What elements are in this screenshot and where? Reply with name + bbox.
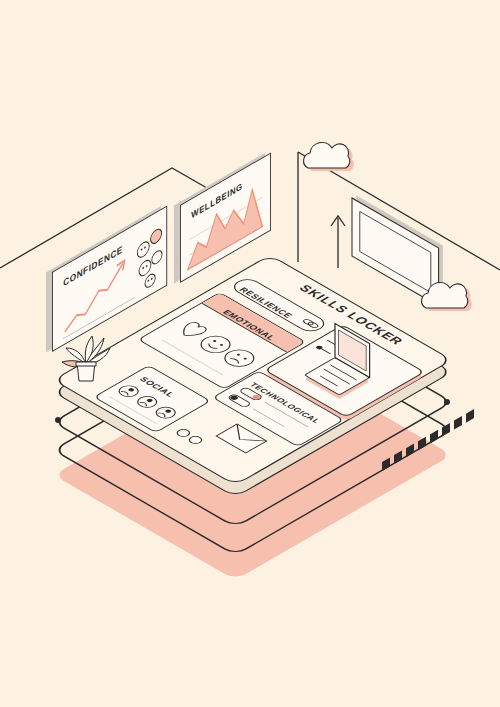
laptop (335, 324, 370, 378)
layer-dot (55, 417, 61, 423)
social-card-icons (95, 366, 209, 432)
node-label: WELLBEING (191, 181, 242, 222)
node-label: CONFIDENCE (63, 243, 123, 290)
node-label: EMOTIONAL (220, 308, 278, 342)
confidence-panel-art (63, 227, 162, 339)
stripe-bar (382, 409, 474, 471)
layer-dot (444, 399, 450, 405)
plant (62, 336, 110, 381)
node-label: TECHNOLOGICAL (246, 382, 322, 426)
wellbeing-panel: WELLBEING (180, 153, 271, 284)
up-arrow (331, 216, 345, 268)
confidence-panel: CONFIDENCE (52, 206, 167, 353)
cloud (422, 282, 472, 311)
node-label: SOCIAL (137, 376, 177, 399)
resilience-pill-art (302, 319, 319, 329)
cloud (304, 142, 354, 171)
social-card: SOCIAL (93, 365, 211, 433)
emotional-card-art (150, 293, 304, 382)
